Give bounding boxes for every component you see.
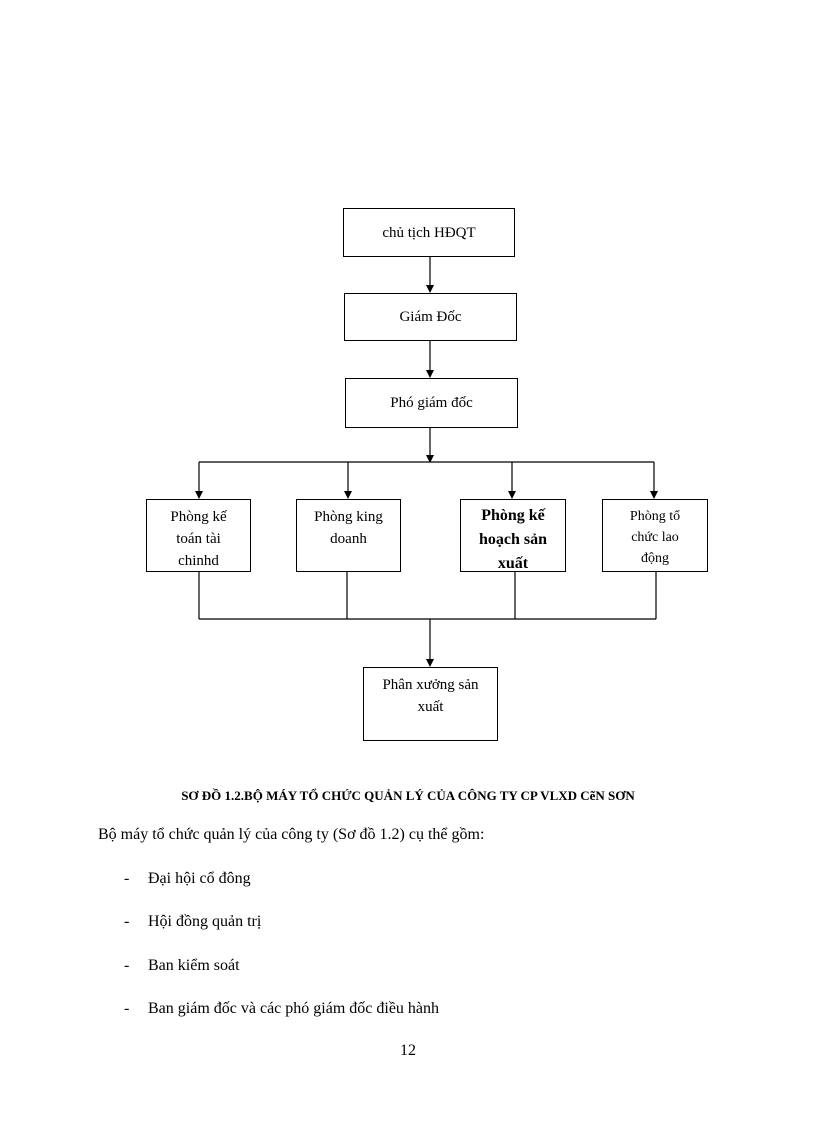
node-labor-line-2: chức lao [631, 530, 679, 545]
page-number: 12 [400, 1042, 416, 1059]
node-business: Phòng king doanh [296, 499, 401, 572]
node-accounting-line-1: Phòng kế [170, 509, 227, 525]
list-item-text: Đại hội cổ đông [148, 870, 251, 887]
node-workshop: Phân xưởng sản xuất [363, 667, 498, 741]
node-deputy-director-label: Phó giám đốc [390, 395, 473, 411]
list-item: -Ban kiểm soát [124, 957, 240, 974]
node-planning-line-3: xuất [497, 555, 529, 572]
node-planning-line-2: hoạch sản [478, 531, 548, 548]
node-labor-line-3: động [641, 551, 669, 566]
list-item-text: Ban kiểm soát [148, 957, 240, 974]
node-planning-line-1: Phòng kế [481, 507, 545, 524]
node-accounting-line-2: toán tài [176, 531, 221, 547]
node-director: Giám Đốc [344, 293, 517, 341]
node-business-line-2: doanh [330, 531, 367, 547]
node-accounting-line-3: chinhd [178, 553, 219, 569]
list-item: -Hội đồng quản trị [124, 913, 262, 930]
node-workshop-line-1: Phân xưởng sản [382, 677, 479, 693]
diagram-caption: SƠ ĐỒ 1.2.BỘ MÁY TỔ CHỨC QUẢN LÝ CỦA CÔN… [181, 788, 635, 803]
list-item: -Đại hội cổ đông [124, 870, 251, 887]
node-chairman-label: chủ tịch HĐQT [382, 224, 476, 241]
node-labor-line-1: Phòng tổ [629, 509, 681, 524]
node-workshop-line-2: xuất [417, 699, 444, 715]
list-item-text: Ban giám đốc và các phó giám đốc điều hà… [148, 1000, 440, 1017]
node-director-label: Giám Đốc [399, 309, 462, 325]
intro-paragraph: Bộ máy tổ chức quản lý của công ty (Sơ đ… [98, 826, 485, 843]
node-accounting: Phòng kế toán tài chinhd [146, 499, 251, 572]
node-business-line-1: Phòng king [314, 509, 383, 525]
list-item: -Ban giám đốc và các phó giám đốc điều h… [124, 1000, 440, 1017]
node-deputy-director: Phó giám đốc [345, 378, 518, 428]
node-labor: Phòng tổ chức lao động [602, 499, 708, 572]
list-item-text: Hội đồng quản trị [148, 913, 262, 930]
node-chairman: chủ tịch HĐQT [343, 208, 515, 257]
node-planning: Phòng kế hoạch sản xuất [460, 499, 566, 572]
